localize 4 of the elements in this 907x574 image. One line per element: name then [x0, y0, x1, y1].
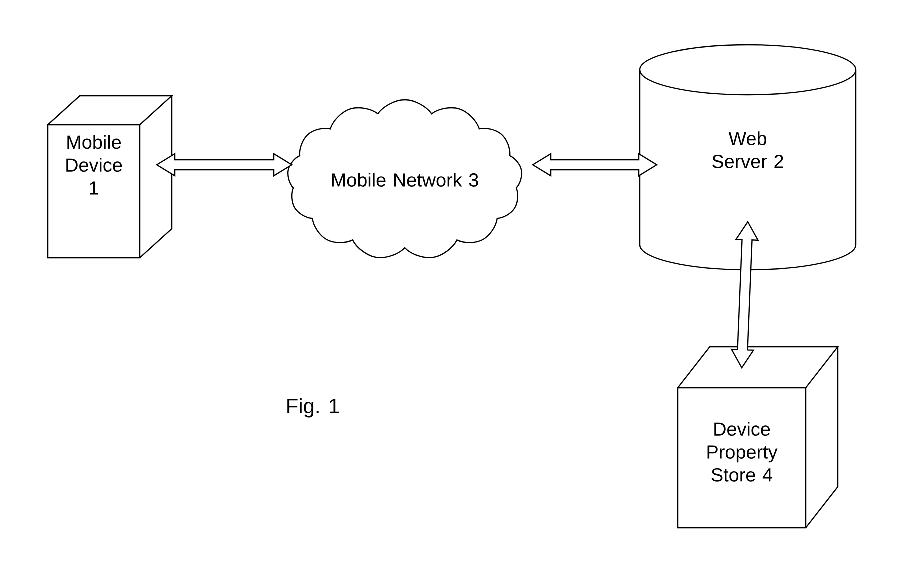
box-drawing: Device Property Store 4 [677, 346, 840, 529]
node-label: Web Server 2 [712, 132, 784, 168]
figure-caption: Fig. 1 [288, 398, 340, 418]
box-drawing: Mobile Device 1 [47, 95, 174, 259]
